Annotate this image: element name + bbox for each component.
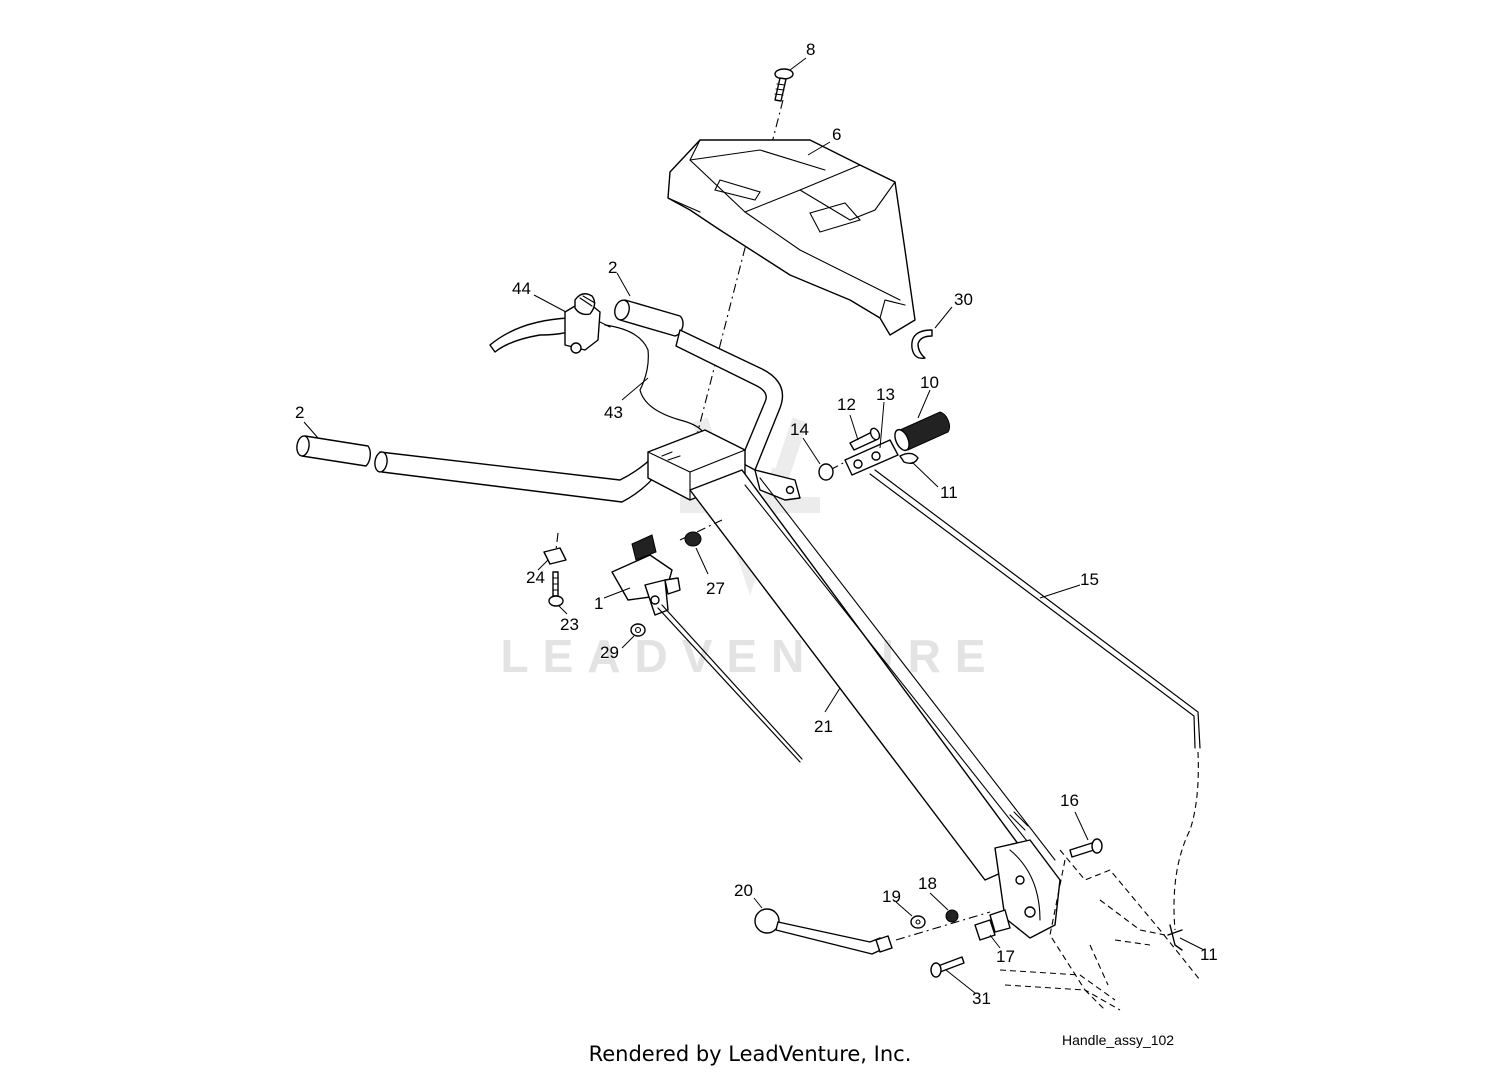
callout-44: 44 xyxy=(512,279,531,298)
part-18-nut xyxy=(945,909,959,923)
callout-23: 23 xyxy=(560,615,579,634)
callout-11-bottom: 11 xyxy=(1200,945,1218,964)
part-2-grip-left xyxy=(296,435,371,467)
part-10-knob-grip xyxy=(894,411,950,452)
transmission-phantom-outline xyxy=(999,849,1201,1011)
callout-12: 12 xyxy=(837,395,856,414)
part-30-clip xyxy=(911,329,933,359)
part-1-shift-rod xyxy=(657,607,801,763)
part-8-screw xyxy=(774,68,794,102)
watermark-text: LEADVENTURE xyxy=(500,630,999,682)
callout-2-left-grip: 2 xyxy=(295,403,304,422)
part-15-shift-rod xyxy=(869,469,1201,749)
callout-6: 6 xyxy=(832,125,841,144)
callout-14: 14 xyxy=(790,420,809,439)
part-1-shift-bracket xyxy=(611,534,681,616)
callout-8: 8 xyxy=(806,40,815,59)
part-21-handle-tubes xyxy=(689,469,1061,939)
callout-29: 29 xyxy=(600,643,619,662)
part-29-nut xyxy=(630,623,646,637)
part-31-bolt xyxy=(930,956,965,978)
leader-lines xyxy=(303,57,1205,994)
part-11-hairpin-clip-bottom xyxy=(1167,924,1183,951)
callout-18: 18 xyxy=(918,874,937,893)
drawing-reference: Handle_assy_102 xyxy=(1062,1032,1174,1048)
callout-43: 43 xyxy=(604,403,623,422)
callout-17: 17 xyxy=(996,947,1015,966)
callout-labels: 8 6 2 44 30 2 43 12 13 10 14 11 24 27 1 … xyxy=(295,40,1218,1008)
part-27-nut xyxy=(679,519,723,547)
callout-24: 24 xyxy=(526,568,545,587)
callout-13: 13 xyxy=(876,385,895,404)
part-23-screw xyxy=(548,571,564,607)
callout-31: 31 xyxy=(972,989,991,1008)
part-16-bolt xyxy=(1069,838,1103,858)
part-2-grip-right xyxy=(614,299,684,337)
callout-1: 1 xyxy=(594,594,603,613)
callout-2-right-grip: 2 xyxy=(608,258,617,277)
part-14-spacer xyxy=(818,463,834,481)
callout-27: 27 xyxy=(706,579,725,598)
callout-16: 16 xyxy=(1060,791,1079,810)
callout-10: 10 xyxy=(920,373,939,392)
callout-19: 19 xyxy=(882,887,901,906)
part-17-pads xyxy=(974,909,1011,941)
callout-15: 15 xyxy=(1080,570,1099,589)
part-20-shift-lever xyxy=(754,908,893,955)
part-43-cable xyxy=(604,324,706,436)
part-44-clutch-lever xyxy=(489,293,601,354)
callout-11-top: 11 xyxy=(940,483,958,502)
part-24-bracket-nut xyxy=(543,532,567,565)
callout-20: 20 xyxy=(734,881,753,900)
part-12-bolt xyxy=(849,427,881,451)
part-6-console-cover xyxy=(667,139,916,336)
part-19-washer xyxy=(910,915,926,929)
callout-21: 21 xyxy=(814,717,833,736)
part-13-rod-end xyxy=(844,439,899,476)
footer-credit: Rendered by LeadVenture, Inc. xyxy=(589,1042,912,1066)
part-11-hairpin-clip-top xyxy=(899,452,919,465)
callout-30: 30 xyxy=(954,290,973,309)
